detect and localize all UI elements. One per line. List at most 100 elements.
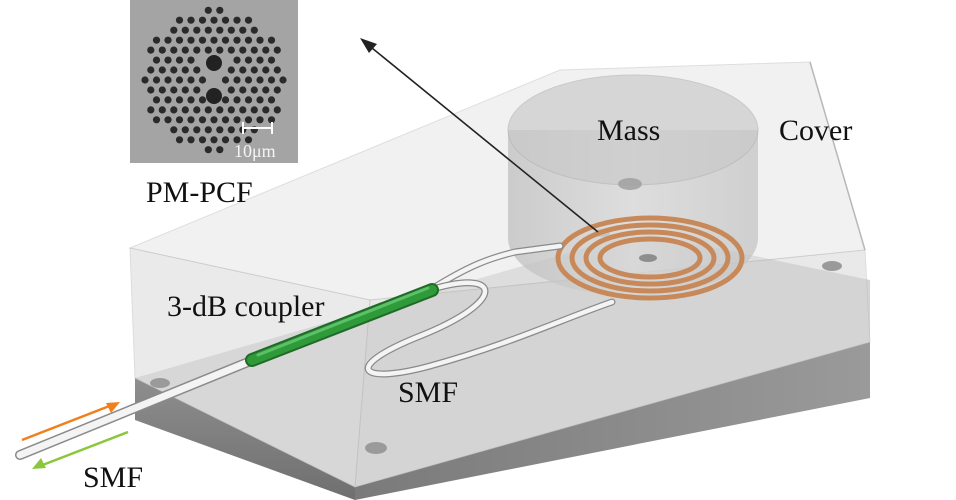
pcf-air-hole: [233, 96, 241, 104]
pcf-air-hole: [227, 106, 235, 114]
pcf-air-hole: [221, 76, 230, 84]
pcf-large-hole-top: [206, 55, 222, 71]
coil-center-hole: [639, 254, 657, 262]
pcf-air-hole: [267, 96, 276, 104]
pcf-air-hole: [198, 96, 207, 104]
output-light-arrow: [39, 430, 129, 468]
pointer-arrow: [360, 38, 599, 233]
pcf-air-hole: [175, 96, 184, 104]
pcf-air-hole: [187, 16, 195, 24]
pcf-air-hole: [187, 56, 195, 64]
pcf-air-hole: [244, 136, 253, 144]
pcf-air-hole: [267, 56, 276, 64]
pcf-air-hole: [204, 6, 212, 14]
pcf-air-hole: [152, 76, 161, 84]
pcf-air-hole: [279, 76, 287, 84]
pcf-air-hole: [170, 126, 178, 134]
pcf-air-hole: [193, 46, 201, 54]
pcf-air-hole: [221, 96, 230, 104]
scale-bar-label: 10μm: [234, 141, 276, 161]
pcf-air-hole: [244, 16, 253, 24]
pcf-air-hole: [216, 106, 224, 114]
pcf-air-hole: [256, 56, 264, 64]
label-mass: Mass: [597, 114, 660, 147]
pcf-air-hole: [204, 126, 212, 134]
pcf-air-hole: [244, 36, 253, 44]
pcf-air-hole: [262, 106, 270, 114]
pcf-air-hole: [158, 46, 166, 54]
pcf-air-hole: [181, 86, 189, 94]
pcf-large-hole-bottom: [206, 88, 222, 104]
pcf-inset: 10μm: [130, 0, 298, 163]
label-cover: Cover: [779, 114, 852, 147]
fiber-routing: [15, 242, 616, 460]
pcf-air-hole: [152, 36, 161, 44]
pcf-air-hole: [233, 136, 241, 144]
mass-cylinder: [507, 74, 759, 296]
pcf-air-hole: [227, 126, 235, 134]
pcf-air-hole: [175, 76, 184, 84]
pcf-air-hole: [221, 36, 230, 44]
pcf-air-hole: [221, 16, 230, 24]
pcf-air-hole: [256, 116, 264, 124]
pcf-air-hole: [152, 96, 161, 104]
pcf-air-hole: [262, 86, 270, 94]
pcf-air-hole: [204, 146, 212, 154]
pcf-air-hole: [250, 26, 258, 34]
screw-hole-front: [365, 442, 387, 454]
pcf-air-hole: [244, 116, 253, 124]
input-light-arrow: [21, 403, 113, 442]
pcf-air-hole: [244, 96, 253, 104]
pcf-air-hole: [164, 116, 172, 124]
pcf-air-hole: [198, 16, 207, 24]
coil-ring-1: [555, 215, 745, 301]
pcf-air-hole: [273, 66, 281, 74]
pcf-air-hole: [273, 86, 281, 94]
output-arrow-head: [32, 458, 46, 469]
pcf-air-hole: [198, 116, 207, 124]
pcf-air-hole: [233, 76, 241, 84]
pcf-air-hole: [210, 136, 218, 144]
pcf-air-hole: [147, 86, 155, 94]
pcf-air-hole: [164, 96, 172, 104]
pcf-air-hole: [181, 106, 189, 114]
pcf-air-hole: [216, 46, 224, 54]
pcf-air-hole: [158, 66, 166, 74]
pcf-air-hole: [175, 136, 184, 144]
pcf-air-hole: [227, 86, 235, 94]
pcf-air-hole: [164, 36, 172, 44]
pcf-air-hole: [164, 76, 172, 84]
pcf-air-hole: [181, 126, 189, 134]
label-coupler: 3-dB coupler: [167, 290, 324, 323]
pcf-air-hole: [210, 116, 218, 124]
pcf-holes: [141, 6, 287, 154]
label-pm-pcf: PM-PCF: [146, 176, 253, 209]
pcf-air-hole: [233, 116, 241, 124]
pcf-air-hole: [187, 116, 195, 124]
pcf-air-hole: [187, 136, 195, 144]
pcf-air-hole: [193, 106, 201, 114]
pcf-air-hole: [187, 76, 195, 84]
pcf-air-hole: [175, 116, 184, 124]
pcf-air-hole: [221, 136, 230, 144]
base-front-face: [135, 378, 355, 500]
pcf-air-hole: [256, 36, 264, 44]
input-arrow-head: [106, 402, 120, 413]
pcf-air-hole: [250, 66, 258, 74]
coupler-tube: [245, 283, 439, 367]
pcf-air-hole: [256, 96, 264, 104]
pcf-air-hole: [244, 76, 253, 84]
pcf-air-hole: [175, 56, 184, 64]
pcf-air-hole: [147, 66, 155, 74]
pcf-air-hole: [175, 16, 184, 24]
coil-ring-4: [597, 236, 703, 280]
fiber-coil: [555, 215, 745, 301]
pcf-air-hole: [164, 56, 172, 64]
pcf-air-hole: [204, 46, 212, 54]
label-smf-bottom: SMF: [83, 461, 143, 494]
coil-ring-2: [569, 222, 731, 294]
base-front-face-lower: [355, 342, 870, 500]
pcf-air-hole: [147, 46, 155, 54]
pcf-air-hole: [216, 26, 224, 34]
